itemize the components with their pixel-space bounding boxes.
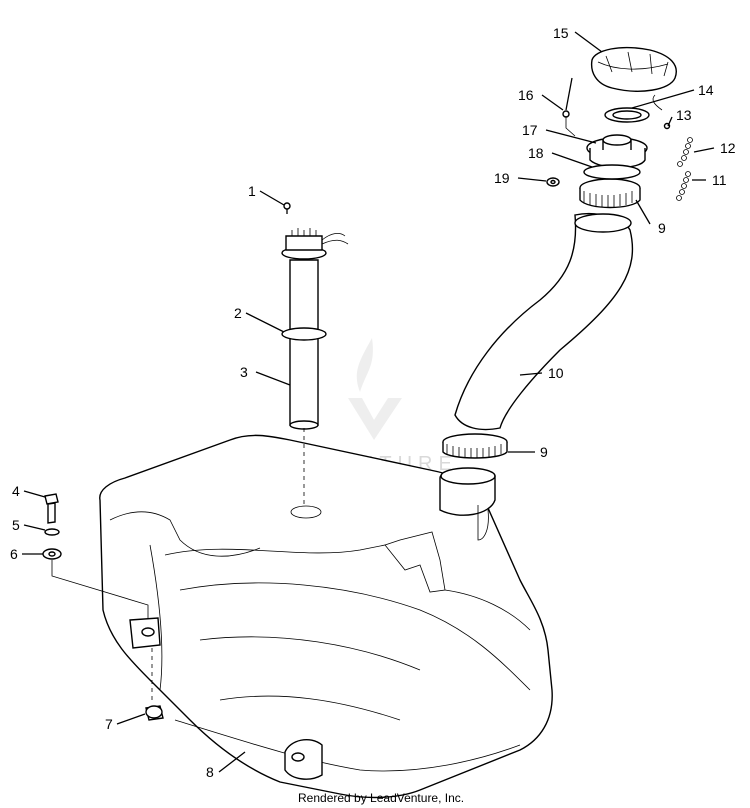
fuel-cap <box>590 46 677 92</box>
callout-17: 17 <box>522 122 538 138</box>
callout-16: 16 <box>518 87 534 103</box>
callout-19: 19 <box>494 170 510 186</box>
callout-18: 18 <box>528 145 544 161</box>
callout-3: 3 <box>240 364 248 380</box>
leader-lines <box>22 31 715 773</box>
callout-13: 13 <box>676 107 692 123</box>
callout-11: 11 <box>712 172 727 188</box>
callout-5: 5 <box>12 517 20 533</box>
bolt-centerline <box>51 560 149 618</box>
neck-gasket <box>583 164 641 180</box>
watermark-logo <box>348 338 402 440</box>
filler-hose <box>454 213 634 431</box>
callout-1: 1 <box>248 183 256 199</box>
sender-gasket <box>281 327 327 341</box>
cap-tether-screw <box>562 77 576 137</box>
hose-clamp-upper <box>579 178 641 209</box>
hose-clamp-lower <box>442 433 508 459</box>
callout-8: 8 <box>206 764 214 780</box>
cap-gasket <box>604 107 650 123</box>
callout-6: 6 <box>10 546 18 562</box>
callout-10: 10 <box>548 365 564 381</box>
callout-4: 4 <box>12 483 20 499</box>
tether-chain-lower <box>676 171 691 201</box>
callout-7: 7 <box>105 716 113 732</box>
callout-15: 15 <box>553 25 569 41</box>
filler-neck <box>586 134 648 169</box>
lock-washer <box>44 528 60 536</box>
callout-2: 2 <box>234 305 242 321</box>
callout-14: 14 <box>698 82 714 98</box>
sender-screw <box>283 202 291 214</box>
neck-nut <box>546 177 560 187</box>
tether-chain-upper <box>677 137 693 167</box>
callout-12: 12 <box>720 140 736 156</box>
footer-credit: Rendered by LeadVenture, Inc. <box>298 791 464 805</box>
fuel-level-sender <box>281 228 349 430</box>
mounting-bolt <box>44 493 59 524</box>
callout-9-lower: 9 <box>540 444 548 460</box>
flat-washer <box>42 548 62 560</box>
fuel-tank <box>99 434 553 799</box>
callout-9-upper: 9 <box>658 220 666 236</box>
grommet <box>145 705 164 721</box>
